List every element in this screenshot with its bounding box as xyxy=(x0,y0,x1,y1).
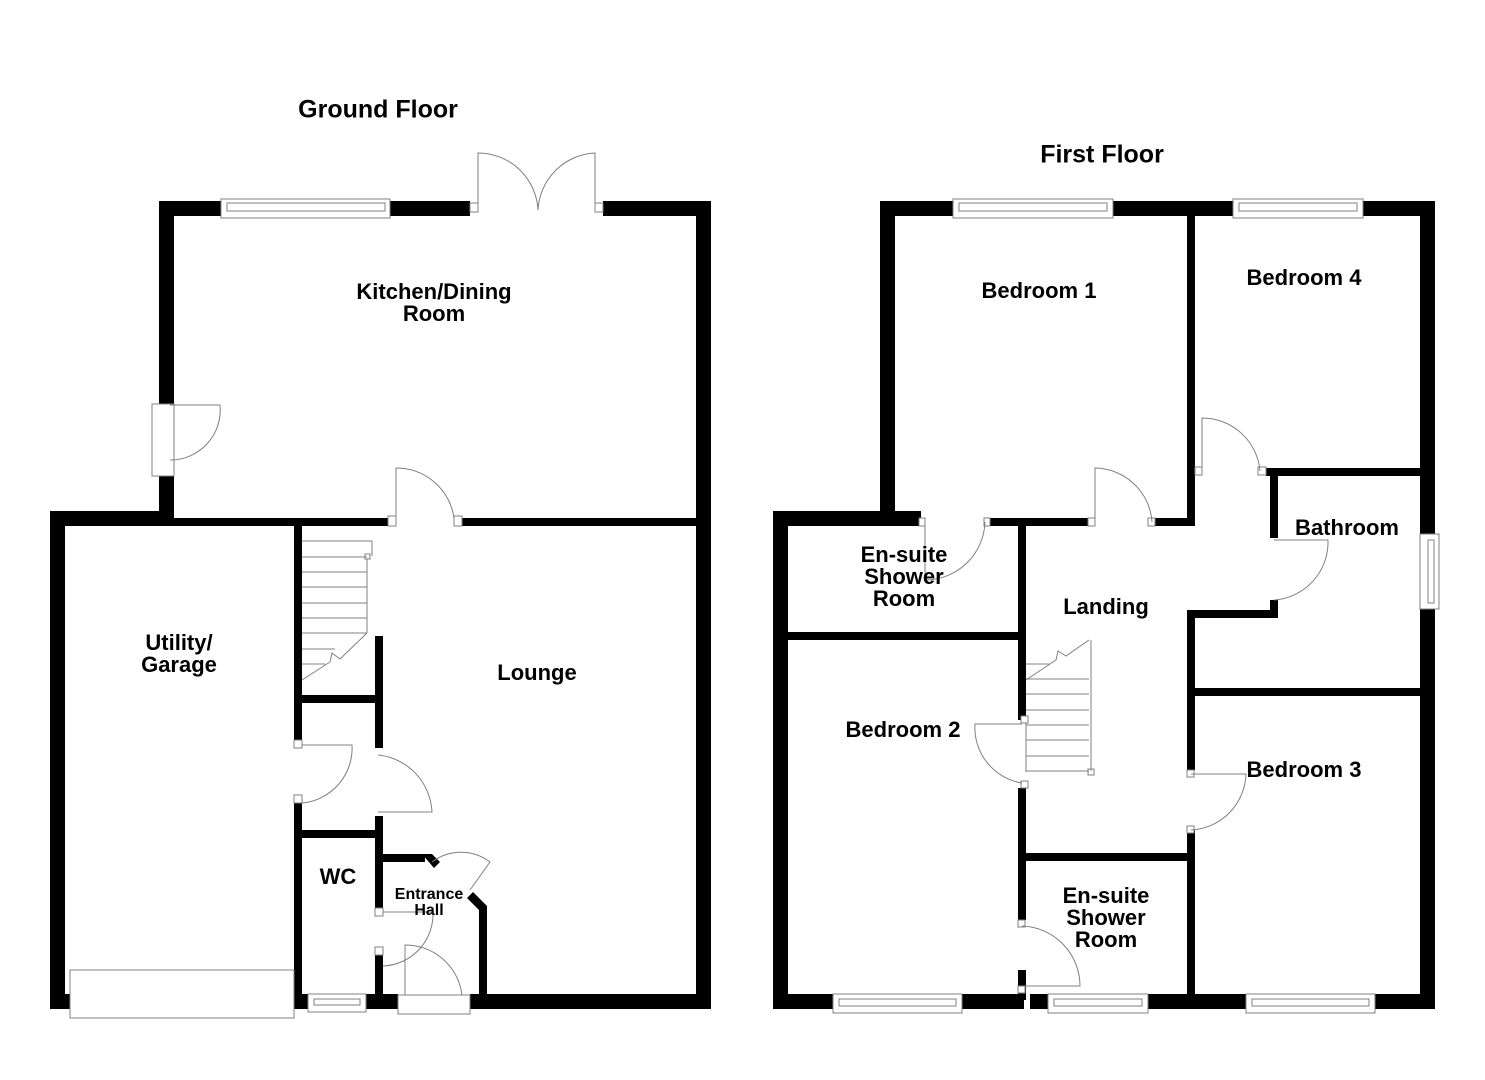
room-label-ensuite-2: En-suite Shower Room xyxy=(1062,883,1150,952)
room-label-entrance-hall: Entrance Hall xyxy=(394,886,464,919)
ground-floor-title: Ground Floor xyxy=(298,95,458,124)
first-floor-fixtures xyxy=(832,198,1440,1014)
ground-floor-fixtures xyxy=(69,152,604,1019)
first-floor-walls xyxy=(773,201,1435,1009)
room-label-ensuite-1: En-suite Shower Room xyxy=(860,542,948,611)
room-label-bedroom-3: Bedroom 3 xyxy=(1246,757,1362,782)
room-label-bathroom: Bathroom xyxy=(1295,515,1399,540)
room-label-bedroom-1: Bedroom 1 xyxy=(981,278,1097,303)
room-label-landing: Landing xyxy=(1063,594,1149,619)
room-label-wc: WC xyxy=(319,864,357,889)
room-label-lounge: Lounge xyxy=(497,660,577,685)
room-label-bedroom-2: Bedroom 2 xyxy=(845,717,961,742)
ground-floor-walls xyxy=(50,201,711,1009)
first-floor-title: First Floor xyxy=(1040,140,1164,169)
room-label-utility-garage: Utility/ Garage xyxy=(141,630,217,677)
room-label-bedroom-4: Bedroom 4 xyxy=(1246,265,1362,290)
room-label-kitchen-dining: Kitchen/Dining Room xyxy=(356,279,512,326)
